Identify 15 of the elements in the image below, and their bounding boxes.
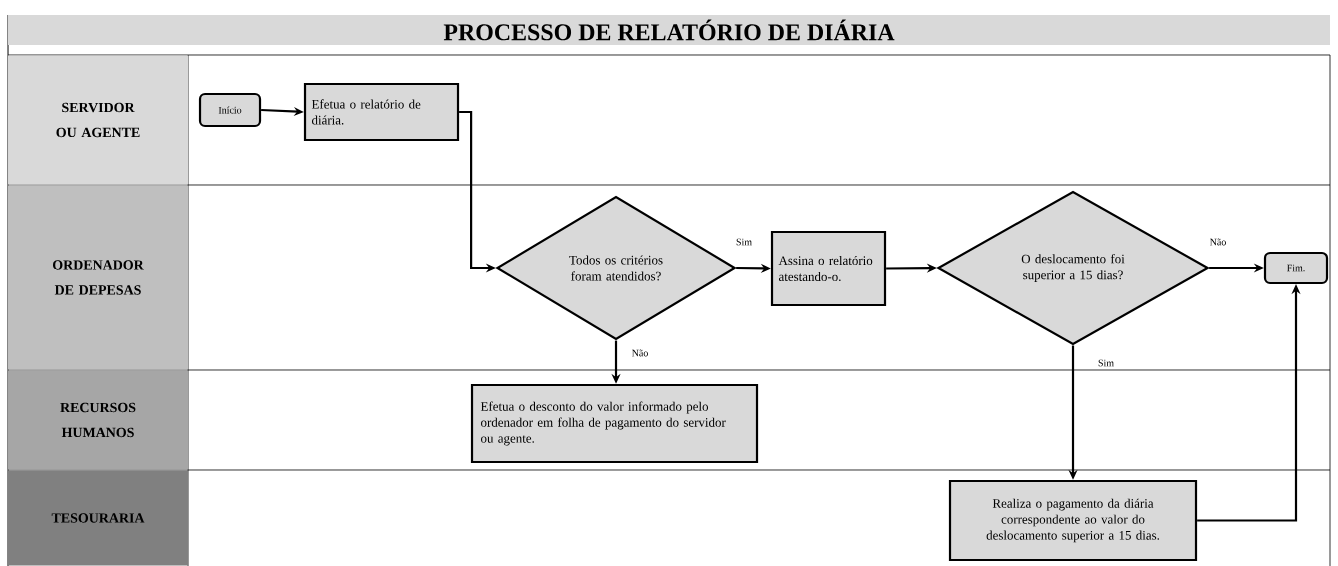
lane-header: ORDENADOR DE DEPESAS	[8, 185, 188, 370]
process-box: Efetua o relatório de diária.	[303, 82, 460, 142]
process-box: Realiza o pagamento da diária correspondente ao valor do deslocamento superior a 15 dias.	[948, 479, 1198, 562]
edge-label: Sim	[735, 237, 754, 247]
edge-label: Não	[630, 348, 650, 358]
process-box: Assina o relatório atestando-o.	[770, 230, 887, 307]
end-terminal: Fim.	[1263, 251, 1329, 285]
edge-label: Não	[1208, 237, 1228, 247]
lane-header: TESOURARIA	[8, 470, 188, 566]
lane-header: RECURSOS HUMANOS	[8, 370, 188, 470]
process-box: Efetua o desconto do valor informado pelo ordenador em folha de pagamento do servidor ou agente.	[470, 383, 759, 464]
title-bar: PROCESSO DE RELATÓRIO DE DIÁRIA	[8, 15, 1330, 45]
lane-header: SERVIDOR OU AGENTE	[8, 55, 188, 185]
edge-label: Sim	[1097, 358, 1116, 368]
start-terminal: Início	[198, 92, 262, 128]
